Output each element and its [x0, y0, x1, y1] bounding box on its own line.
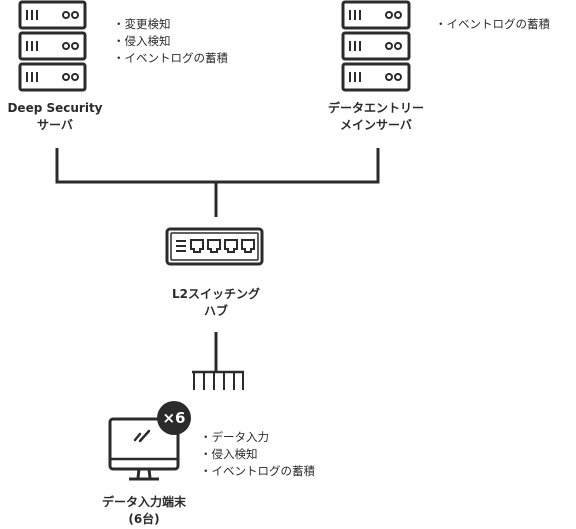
feature-item: 侵入検知	[200, 446, 315, 463]
feature-item: 侵入検知	[113, 33, 228, 50]
switch-hub-type: ハブ	[203, 304, 228, 318]
security-server-icon	[18, 0, 87, 92]
data-entry-server-type: メインサーバ	[340, 118, 412, 132]
security-server-type: サーバ	[37, 118, 73, 132]
feature-item: イベントログの蓄積	[200, 463, 316, 480]
security-server-label: Deep Security サーバ	[0, 100, 113, 134]
switch-hub-name: L2スイッチング	[172, 287, 260, 301]
feature-item: データ入力	[200, 429, 315, 446]
security-server-name: Deep Security	[7, 101, 103, 115]
terminal-count-badge: ×6	[162, 409, 186, 427]
feature-item: 変更検知	[113, 16, 228, 33]
feature-item: イベントログの蓄積	[435, 16, 551, 33]
terminal-quantity: (6台)	[128, 512, 160, 526]
terminal-name: データ入力端末	[101, 495, 186, 509]
security-server-features: 変更検知 侵入検知 イベントログの蓄積	[113, 16, 229, 67]
connection-lines	[55, 148, 380, 372]
terminal-features: データ入力 侵入検知 イベントログの蓄積	[200, 429, 316, 480]
switch-hub-icon	[165, 227, 264, 266]
switch-hub-label: L2スイッチング ハブ	[156, 286, 276, 320]
terminal-monitor-icon	[108, 417, 180, 481]
cable-bundle-icon	[192, 370, 244, 390]
data-entry-server-features: イベントログの蓄積	[435, 16, 551, 33]
data-entry-server-name: データエントリー	[327, 101, 424, 115]
count-badge-circle	[157, 401, 191, 435]
terminal-label: データ入力端末 (6台)	[84, 494, 204, 528]
feature-item: イベントログの蓄積	[113, 50, 229, 67]
data-entry-server-label: データエントリー メインサーバ	[306, 100, 446, 134]
data-entry-server-icon	[341, 0, 411, 92]
